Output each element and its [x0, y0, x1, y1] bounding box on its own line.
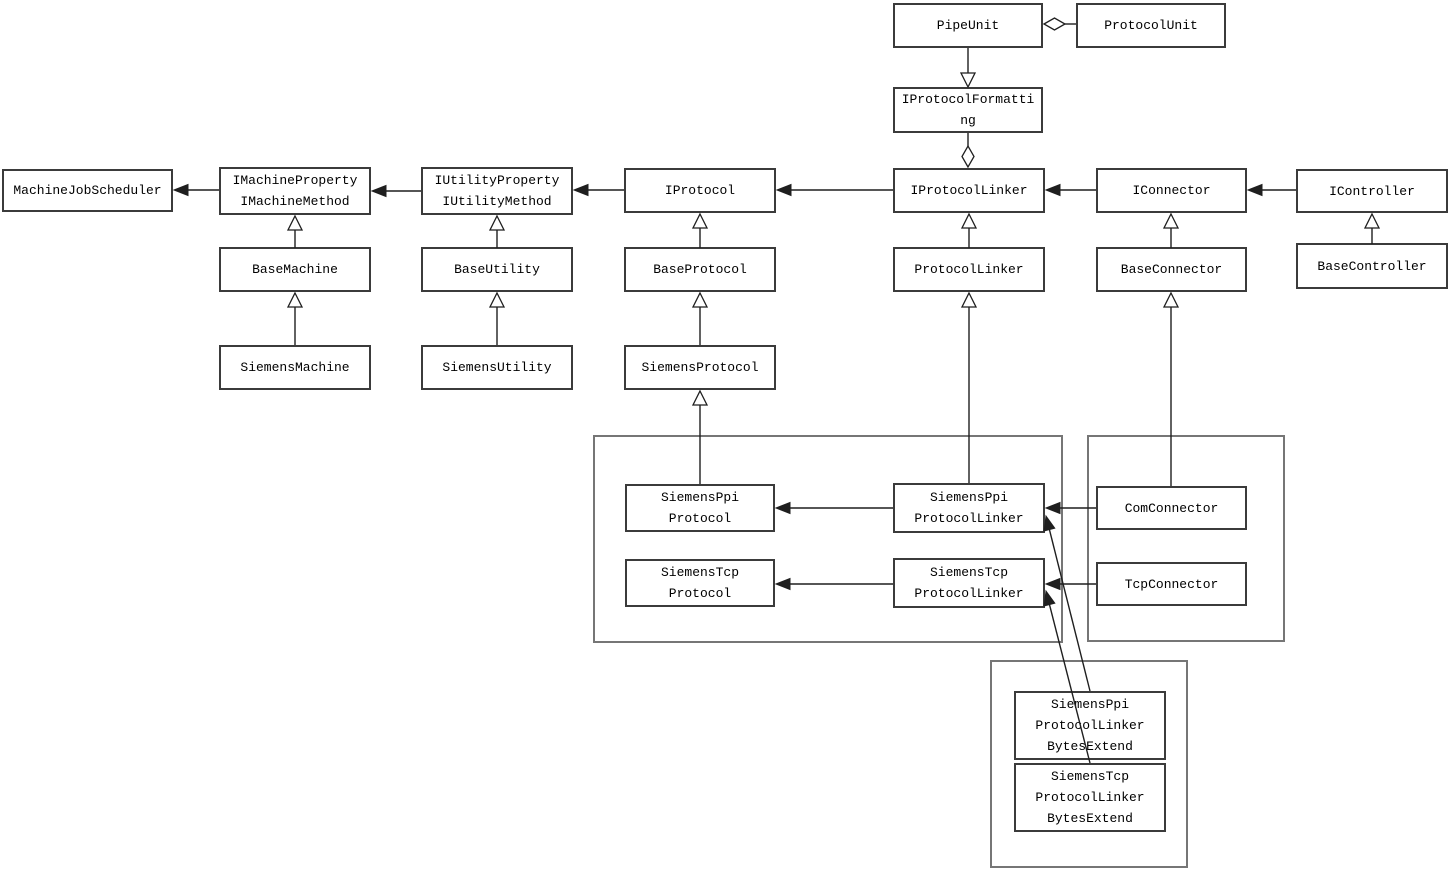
class-label: IMachineMethod	[240, 194, 350, 209]
class-label: SiemensUtility	[442, 360, 552, 375]
class-label: TcpConnector	[1124, 576, 1219, 592]
class-label: BaseController	[1317, 258, 1427, 274]
class-label: SiemensPpi	[929, 490, 1008, 505]
class-box-i-protocol-formatting[interactable]: IProtocolFormatti ng	[893, 87, 1043, 133]
class-label: IController	[1329, 183, 1415, 199]
class-label: ComConnector	[1124, 500, 1219, 516]
class-box-com-connector[interactable]: ComConnector	[1096, 486, 1247, 530]
class-box-machine-job-scheduler[interactable]: MachineJobScheduler	[2, 169, 173, 212]
class-box-base-machine[interactable]: BaseMachine	[219, 247, 371, 292]
class-label: IProtocolLinker	[910, 183, 1028, 198]
class-label: SiemensMachine	[240, 360, 350, 375]
class-label: SiemensTcp	[660, 565, 739, 580]
class-box-i-protocol-linker[interactable]: IProtocolLinker	[893, 168, 1045, 213]
class-label: BaseProtocol	[653, 262, 747, 277]
class-label: ProtocolLinker	[914, 586, 1024, 601]
class-box-base-protocol[interactable]: BaseProtocol	[624, 247, 776, 292]
class-box-siemens-utility[interactable]: SiemensUtility	[421, 345, 573, 390]
class-label: PipeUnit	[936, 18, 1000, 33]
class-label: IMachineProperty	[232, 173, 358, 188]
class-label: BytesExtend	[1047, 739, 1133, 754]
class-box-protocol-linker[interactable]: ProtocolLinker	[893, 247, 1045, 292]
class-label: BaseMachine	[252, 262, 338, 277]
class-box-i-protocol[interactable]: IProtocol	[624, 168, 776, 213]
class-box-base-controller[interactable]: BaseController	[1296, 243, 1448, 289]
class-label: IUtilityMethod	[442, 194, 552, 209]
class-label: Protocol	[668, 586, 732, 601]
class-label: IProtocol	[664, 183, 736, 198]
class-label: IConnector	[1132, 183, 1211, 198]
class-label: ProtocolLinker	[1035, 718, 1145, 733]
class-label: SiemensTcp	[929, 565, 1008, 580]
class-label: Protocol	[668, 511, 732, 526]
class-box-tcp-connector[interactable]: TcpConnector	[1096, 562, 1247, 606]
class-label: SiemensProtocol	[641, 360, 759, 375]
class-label: SiemensPpi	[660, 490, 739, 505]
class-label: SiemensTcp	[1050, 769, 1129, 784]
class-label: SiemensPpi	[1050, 697, 1129, 712]
class-label: BaseUtility	[454, 262, 540, 277]
class-label: IProtocolFormatti	[901, 92, 1035, 107]
class-box-base-connector[interactable]: BaseConnector	[1096, 247, 1247, 292]
class-box-protocol-unit[interactable]: ProtocolUnit	[1076, 3, 1226, 48]
class-label: ProtocolLinker	[914, 511, 1024, 526]
class-label: ProtocolUnit	[1104, 18, 1198, 33]
class-label: ProtocolLinker	[914, 262, 1024, 277]
class-box-i-controller[interactable]: IController	[1296, 169, 1448, 213]
class-box-base-utility[interactable]: BaseUtility	[421, 247, 573, 292]
class-label: BaseConnector	[1120, 262, 1223, 277]
class-label: BytesExtend	[1047, 811, 1133, 826]
class-box-i-connector[interactable]: IConnector	[1096, 168, 1247, 213]
class-label: ng	[960, 113, 976, 128]
class-box-siemens-machine[interactable]: SiemensMachine	[219, 345, 371, 390]
class-label: MachineJobScheduler	[13, 183, 162, 198]
class-label: IUtilityProperty	[434, 173, 560, 188]
class-label: ProtocolLinker	[1035, 790, 1145, 805]
class-box-pipe-unit[interactable]: PipeUnit	[893, 3, 1043, 48]
class-box-siemens-protocol[interactable]: SiemensProtocol	[624, 345, 776, 390]
